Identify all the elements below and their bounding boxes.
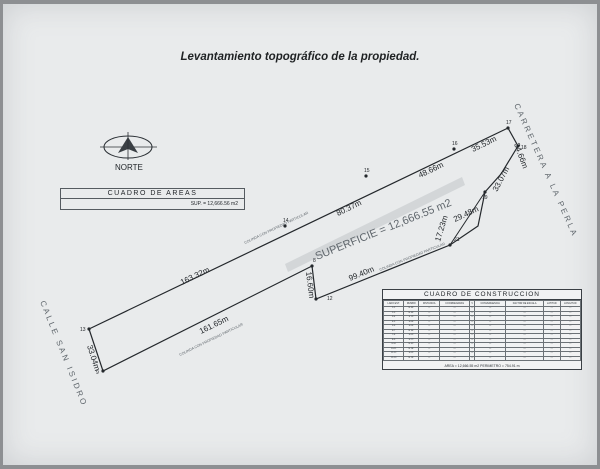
table-cell: --- <box>418 355 441 361</box>
table-header-cell: LADO EST. <box>382 300 405 307</box>
dimension-label: 17.23m <box>433 214 450 242</box>
vertex-label: 15 <box>364 168 370 174</box>
dimension-label: 35.53m <box>470 134 498 154</box>
vertex-label: 12 <box>327 296 333 302</box>
vertex-label: 18 <box>521 145 527 151</box>
areas-table: CUADRO DE AREAS SUP. = 12,666.56 m2 <box>60 188 245 210</box>
areas-table-row: SUP. = 12,666.56 m2 <box>190 201 238 207</box>
vertex-label: 21 <box>454 237 460 243</box>
vertex-label: 17 <box>506 120 512 126</box>
table-header-cell: LATITUD <box>543 300 561 307</box>
survey-sheet <box>3 4 597 465</box>
north-arrow-icon <box>100 132 157 160</box>
vertex-label: 8 <box>313 258 316 264</box>
table-cell: N 29° <box>403 355 420 361</box>
construction-table-footer: AREA = 12,666.55 m2 PERIMETRO = 754.91 m <box>444 364 520 368</box>
table-header-cell: CONVERGENCIA <box>474 300 507 307</box>
dimension-label: 80.37m <box>335 198 363 218</box>
shade-band <box>285 177 465 272</box>
vertex-label: 19 <box>482 195 488 201</box>
road-label: CALLE SAN ISIDRO <box>38 299 89 408</box>
north-label: NORTE <box>115 163 143 172</box>
surface-label: SUPERFICIE = 12,666.55 m2 <box>314 197 454 263</box>
segment-19-21 <box>449 191 486 246</box>
property-boundary <box>88 127 519 372</box>
vertex-markers <box>87 126 520 373</box>
vertex-label: 9 <box>96 370 99 376</box>
table-cell: 12-13 <box>382 355 405 361</box>
vertex-label: 14 <box>283 218 289 224</box>
dimension-label: 34.66m <box>512 142 530 170</box>
table-header-cell: RUMBO <box>403 300 420 307</box>
dimension-label: 163.32m <box>179 265 211 287</box>
boundary-note: COLINDA CON PROPIEDAD PARTICULAR <box>379 242 446 272</box>
areas-table-heading: CUADRO DE AREAS <box>61 189 244 199</box>
dimension-label: 48.66m <box>417 160 445 180</box>
road-label: CARRETERA A LA PERLA <box>512 102 579 239</box>
table-cell: --- <box>559 355 582 361</box>
vertex-label: 13 <box>80 327 86 333</box>
construction-table-heading: CUADRO DE CONSTRUCCION <box>383 290 581 300</box>
page-title: Levantamiento topográfico de la propieda… <box>180 51 420 63</box>
dimension-label: 33.07m <box>491 165 512 193</box>
dimension-label: 16.60m <box>304 271 316 299</box>
vertex-label: 16 <box>452 141 458 147</box>
table-cell: --- <box>505 355 545 361</box>
table-header-cell: LONGITUD <box>559 300 582 307</box>
table-cell: --- <box>439 355 471 361</box>
table-header-cell: COORDENADAS <box>439 300 471 307</box>
table-cell: --- <box>474 355 507 361</box>
dimension-label: 33.04m <box>85 344 102 372</box>
table-cell: --- <box>543 355 561 361</box>
